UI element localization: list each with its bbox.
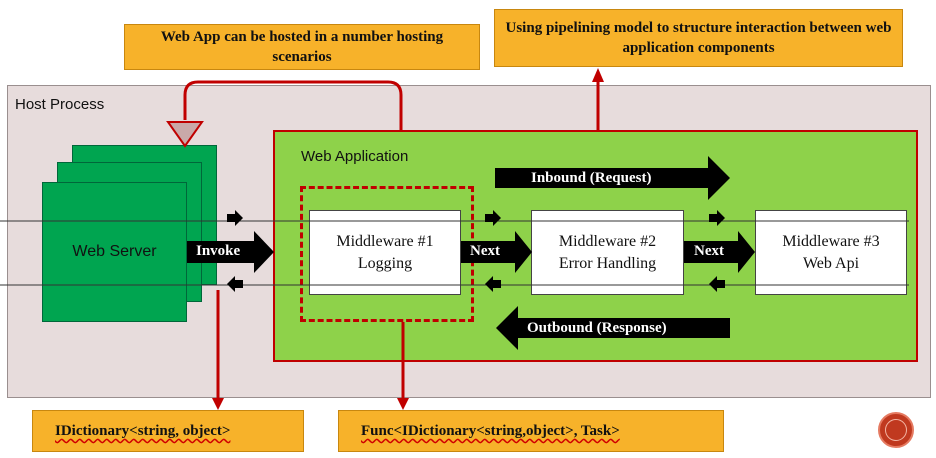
outbound-label: Outbound (Response) xyxy=(527,320,667,336)
middleware-3-title: Middleware #3 xyxy=(782,232,880,250)
callout-environment-text: IDictionary<string, object> xyxy=(55,423,231,439)
middleware-2-title: Middleware #2 xyxy=(558,232,657,250)
middleware-logging: Middleware #1 Logging xyxy=(309,210,461,295)
inbound-label: Inbound (Request) xyxy=(531,170,652,186)
appfunc-arrow-head xyxy=(397,398,409,410)
environment-arrow-head xyxy=(212,398,224,410)
middleware-1-title: Middleware #1 xyxy=(336,232,434,250)
callout-hosting: Web App can be hosted in a number hostin… xyxy=(124,24,480,70)
next-label-2: Next xyxy=(694,243,724,259)
logo-icon xyxy=(878,412,914,448)
middleware-3-subtitle: Web Api xyxy=(802,254,860,272)
callout-pipelining-text: Using pipelining model to structure inte… xyxy=(505,20,892,56)
host-process-label: Host Process xyxy=(15,96,105,113)
web-server-label: Web Server xyxy=(72,243,157,260)
invoke-label: Invoke xyxy=(196,243,241,259)
middleware-web-api: Middleware #3 Web Api xyxy=(755,210,907,295)
next-label-1: Next xyxy=(470,243,500,259)
callout-hosting-text: Web App can be hosted in a number hostin… xyxy=(160,29,444,65)
logo-ring xyxy=(885,419,907,441)
callout-pipelining: Using pipelining model to structure inte… xyxy=(494,9,903,67)
callout-appfunc-text: Func<IDictionary<string,object>, Task> xyxy=(361,423,620,439)
pipelining-arrow-head xyxy=(592,68,604,82)
middleware-1-subtitle: Logging xyxy=(357,254,413,272)
middleware-error-handling: Middleware #2 Error Handling xyxy=(531,210,684,295)
web-server: Web Server xyxy=(42,182,187,322)
callout-appfunc: Func<IDictionary<string,object>, Task> xyxy=(338,410,724,452)
middleware-2-subtitle: Error Handling xyxy=(558,254,657,272)
web-application-label: Web Application xyxy=(301,148,409,165)
callout-environment: IDictionary<string, object> xyxy=(32,410,304,452)
